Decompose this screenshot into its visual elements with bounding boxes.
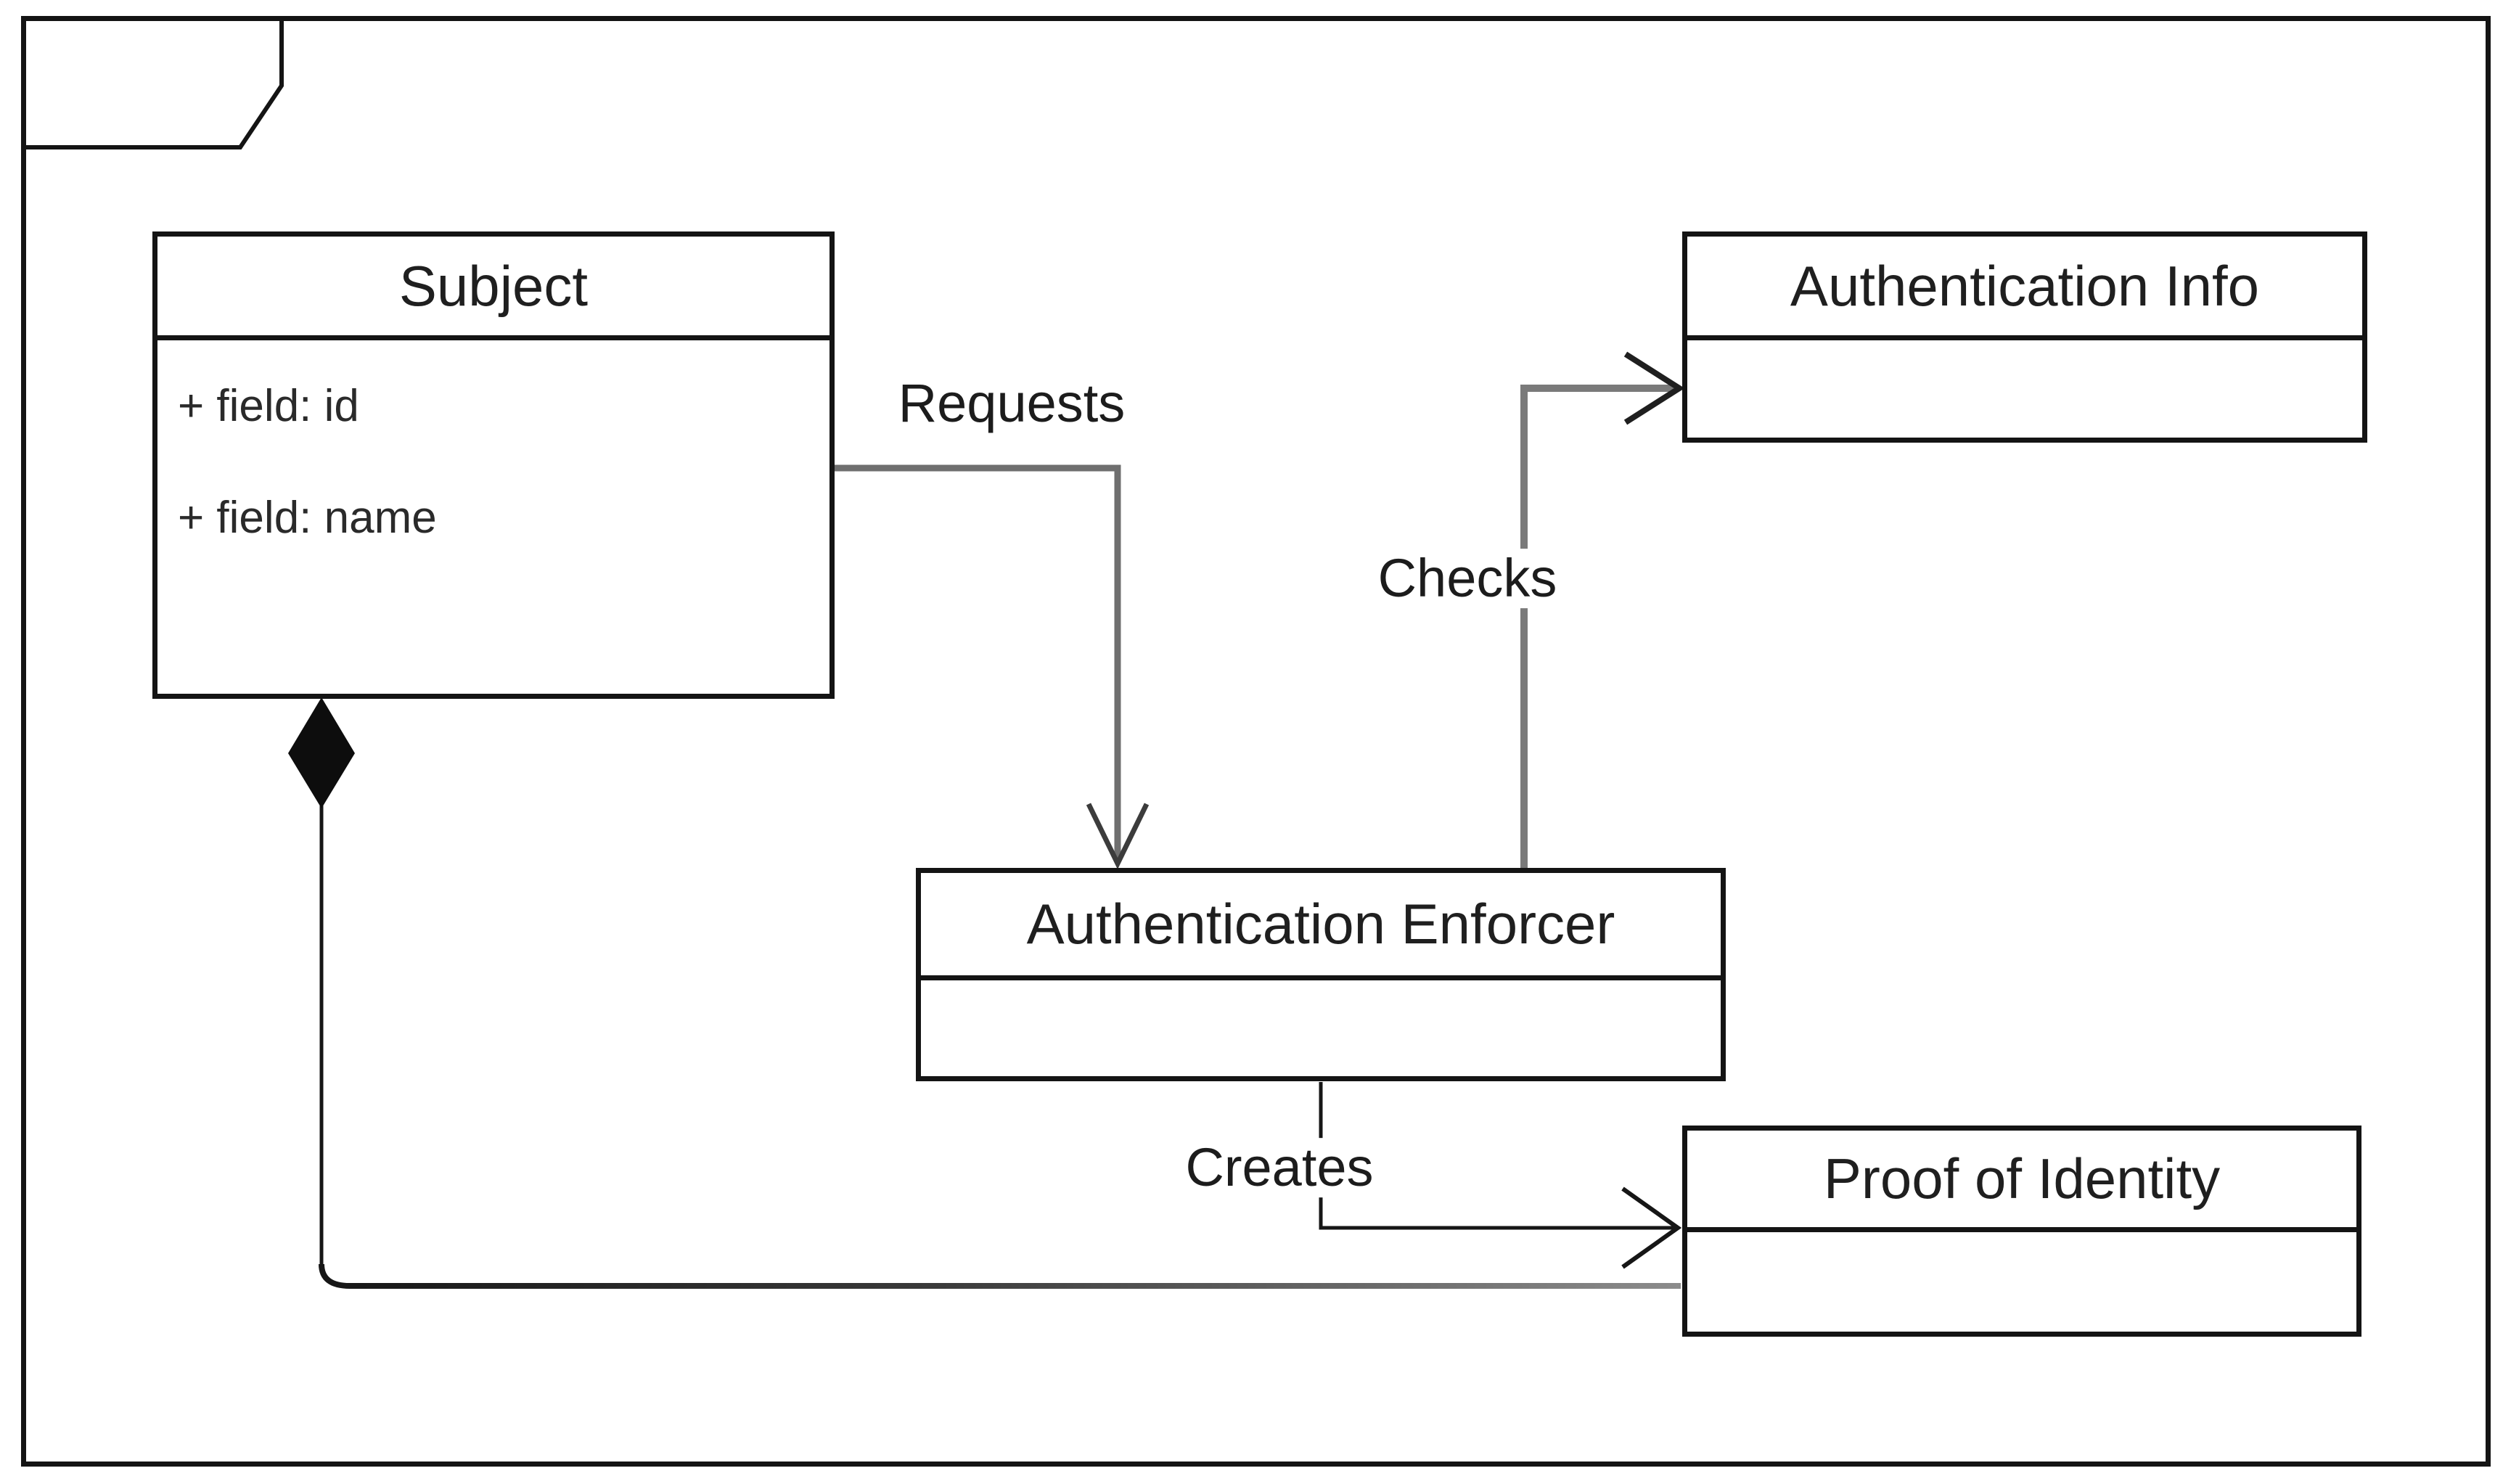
class-proof-of-identity-title: Proof of Identity <box>1687 1131 2356 1232</box>
creates-label: Creates <box>1176 1138 1382 1197</box>
composition-diamond-icon <box>288 697 355 808</box>
creates-arrowhead-icon <box>1621 1186 1682 1269</box>
package-tab <box>24 19 284 149</box>
checks-connector <box>1520 385 1674 868</box>
class-authentication-enforcer: Authentication Enforcer <box>916 868 1726 1081</box>
composition-connector-horizontal <box>319 1263 1681 1289</box>
class-subject: Subject + field: id + field: name <box>152 231 835 699</box>
class-authentication-info-title: Authentication Info <box>1687 237 2362 340</box>
package-frame <box>21 16 2491 1467</box>
class-subject-attr-id: + field: id <box>178 381 359 431</box>
class-authentication-info: Authentication Info <box>1682 231 2367 443</box>
requests-label: Requests <box>898 373 1126 434</box>
checks-arrowhead-icon <box>1623 351 1685 425</box>
class-proof-of-identity: Proof of Identity <box>1682 1126 2361 1337</box>
requests-arrowhead-icon <box>1086 803 1150 869</box>
class-subject-title: Subject <box>157 237 829 340</box>
creates-connector <box>1319 1082 1675 1230</box>
checks-label: Checks <box>1369 549 1566 608</box>
class-authentication-enforcer-title: Authentication Enforcer <box>921 873 1721 980</box>
class-subject-attr-name: + field: name <box>178 493 437 543</box>
requests-connector <box>835 464 1121 861</box>
